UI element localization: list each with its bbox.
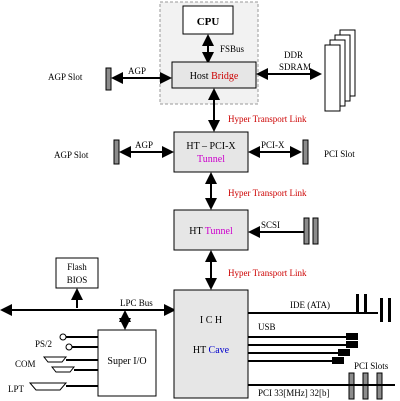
com-label: COM (15, 359, 36, 369)
pci-slots-label: PCI Slots (354, 361, 389, 371)
scsi-connector-1 (303, 217, 310, 245)
ide-label: IDE (ATA) (290, 300, 330, 310)
scsi-label: SCSI (261, 220, 280, 230)
ddr-label-1: DDR (284, 50, 303, 60)
agp-slot-2-connector (113, 139, 120, 165)
ide-connector-4 (388, 298, 391, 322)
ps2-label: PS/2 (35, 339, 52, 349)
ht-link-3-label: Hyper Transport Link (228, 268, 307, 278)
lpt-port (28, 382, 98, 391)
usb-ports (248, 333, 358, 364)
pci-bus-label: PCI 33[MHz] 32[b] (258, 388, 330, 398)
fsbus-label: FSBus (220, 44, 245, 54)
ddr-module-stack (324, 29, 356, 112)
com-ports (42, 356, 98, 373)
agp-slot-1-connector (105, 67, 112, 91)
pci-slot-connector (302, 139, 309, 165)
ich-box (173, 289, 249, 399)
super-io-box (97, 329, 157, 397)
pci-slot-label: PCI Slot (324, 149, 355, 159)
pcix-label: PCI-X (261, 140, 285, 150)
flash-bios-label-1: Flash (67, 262, 87, 272)
ich-label: I C H (200, 315, 222, 326)
ide-connector-2 (364, 294, 367, 314)
agp-slot-2-label: AGP Slot (54, 150, 89, 160)
ht-pcix-tunnel-box (173, 131, 249, 173)
ide-connector-1 (356, 294, 359, 314)
agp-1-label: AGP (128, 66, 146, 76)
flash-bios-box (55, 257, 99, 289)
host-bridge-label: Host Bridge (190, 71, 239, 82)
ht-link-1-label: Hyper Transport Link (228, 114, 307, 124)
ht-tunnel-label: HT Tunnel (189, 226, 233, 237)
ht-pcix-label-a: HT – PCI-X (186, 141, 236, 152)
lpc-bus-label: LPC Bus (120, 298, 153, 308)
ht-pcix-label-b: Tunnel (197, 154, 225, 165)
ht-cave-label: HT Cave (193, 345, 230, 356)
agp-2-label: AGP (135, 140, 153, 150)
lpt-label: LPT (8, 384, 25, 394)
ht-link-2-label: Hyper Transport Link (228, 188, 307, 198)
scsi-connector-2 (312, 217, 319, 245)
ps2-ports (59, 333, 98, 351)
agp-slot-1-label: AGP Slot (48, 72, 83, 82)
usb-label: USB (258, 322, 276, 332)
ddr-label-2: SDRAM (279, 62, 311, 72)
ht-tunnel-box (173, 209, 249, 251)
super-io-label: Super I/O (107, 356, 146, 367)
ide-connector-3 (380, 298, 383, 322)
cpu-box (182, 5, 234, 35)
flash-bios-label-2: BIOS (67, 275, 88, 285)
cpu-label: CPU (197, 16, 220, 28)
